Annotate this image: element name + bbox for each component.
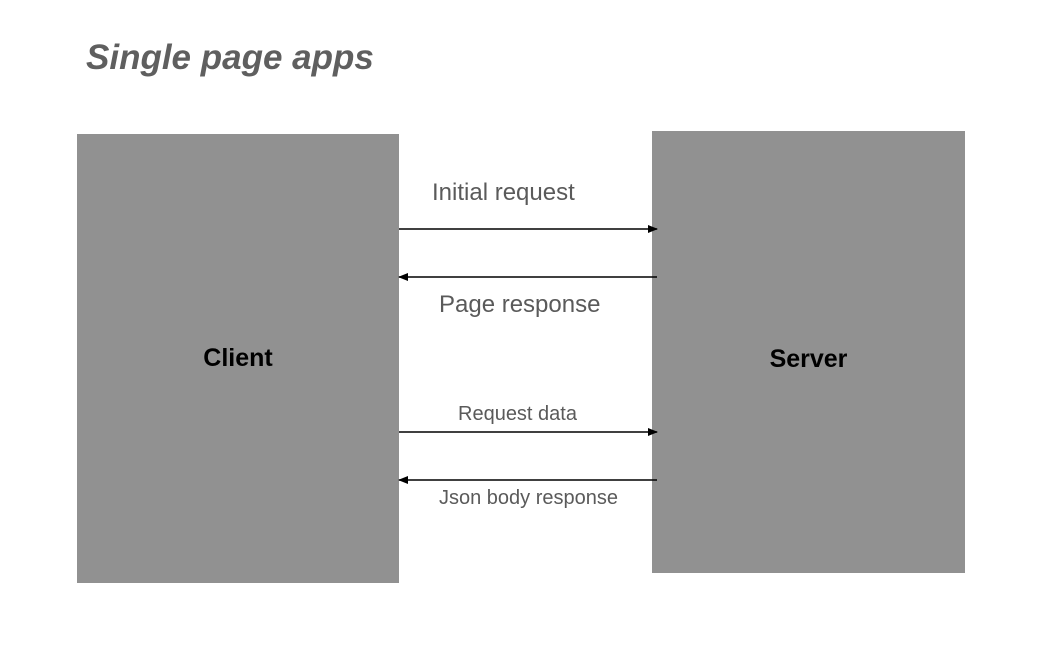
server-label: Server	[769, 344, 848, 373]
page-response-label: Page response	[439, 291, 601, 318]
diagram-title: Single page apps	[86, 38, 374, 77]
initial-request-label: Initial request	[432, 179, 575, 206]
request-data-label: Request data	[458, 403, 577, 425]
client-label: Client	[203, 344, 273, 372]
client-box: Client	[77, 134, 399, 583]
json-body-response-label: Json body response	[439, 487, 619, 509]
server-box: Server	[652, 131, 965, 573]
